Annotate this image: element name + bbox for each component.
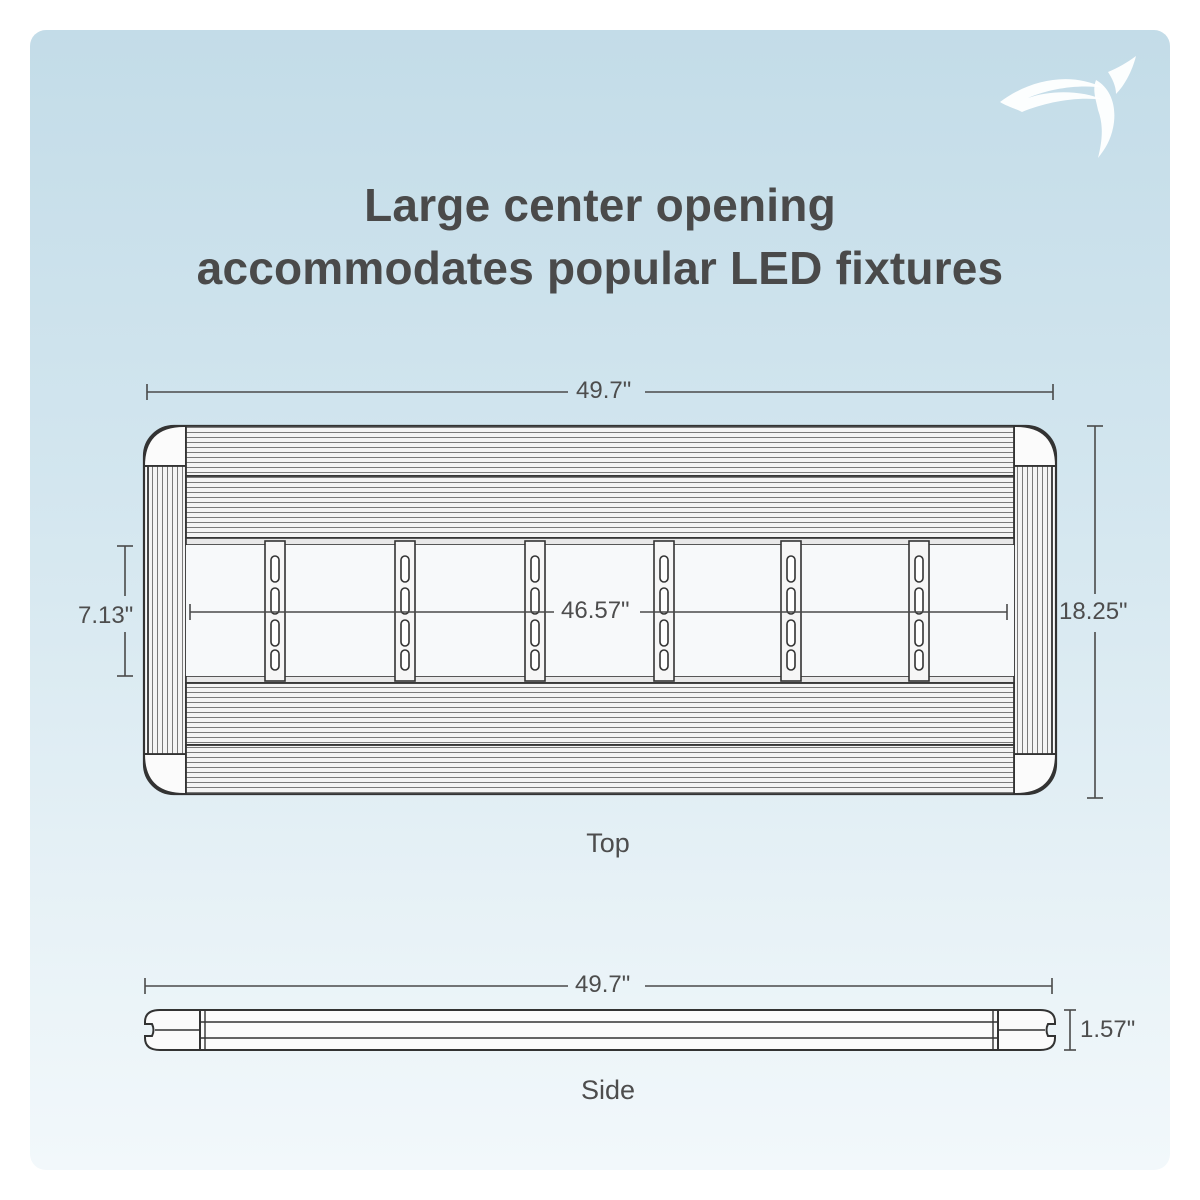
center-opening	[186, 545, 1014, 676]
side-body	[199, 1009, 999, 1051]
right-end-cap-top	[1013, 425, 1058, 467]
bracket-3	[524, 540, 546, 682]
top-view	[142, 424, 1058, 796]
opening-length-dimension	[189, 604, 1008, 620]
bracket-2	[394, 540, 416, 682]
top-length-dimension	[146, 384, 1054, 400]
title-line-2: accommodates popular LED fixtures	[196, 242, 1004, 294]
opening-width-label: 7.13"	[78, 602, 134, 629]
bracket-1	[264, 540, 286, 682]
top-length-label: 49.7"	[576, 377, 632, 404]
height-dimension	[1064, 1009, 1076, 1051]
opening-width-dimension	[117, 545, 133, 677]
top-view-label: Top	[586, 828, 630, 858]
bird-wing-logo-icon	[1000, 56, 1136, 158]
bracket-5	[780, 540, 802, 682]
overall-width-label: 18.25"	[1059, 598, 1128, 625]
left-end-rail	[147, 465, 187, 755]
side-length-label: 49.7"	[575, 971, 631, 998]
bracket-6	[908, 540, 930, 682]
top-rail-2	[185, 475, 1015, 539]
overall-width-dimension	[1087, 425, 1103, 799]
left-end-cap-bottom	[142, 753, 187, 795]
right-end-rail	[1013, 465, 1053, 755]
side-view-label: Side	[580, 1075, 636, 1105]
top-rail-1	[185, 425, 1015, 477]
height-label: 1.57"	[1080, 1016, 1136, 1043]
mounting-brackets	[264, 540, 930, 682]
opening-length-label: 46.57"	[561, 597, 630, 624]
right-end-cap-bottom	[1013, 753, 1058, 795]
side-length-dimension	[144, 978, 1053, 994]
bottom-rail-1	[185, 682, 1015, 746]
side-view	[144, 1009, 1056, 1051]
left-end-cap-top	[142, 425, 187, 467]
bracket-4	[653, 540, 675, 682]
bottom-rail-2	[185, 744, 1015, 795]
title-line-1: Large center opening	[364, 179, 836, 231]
